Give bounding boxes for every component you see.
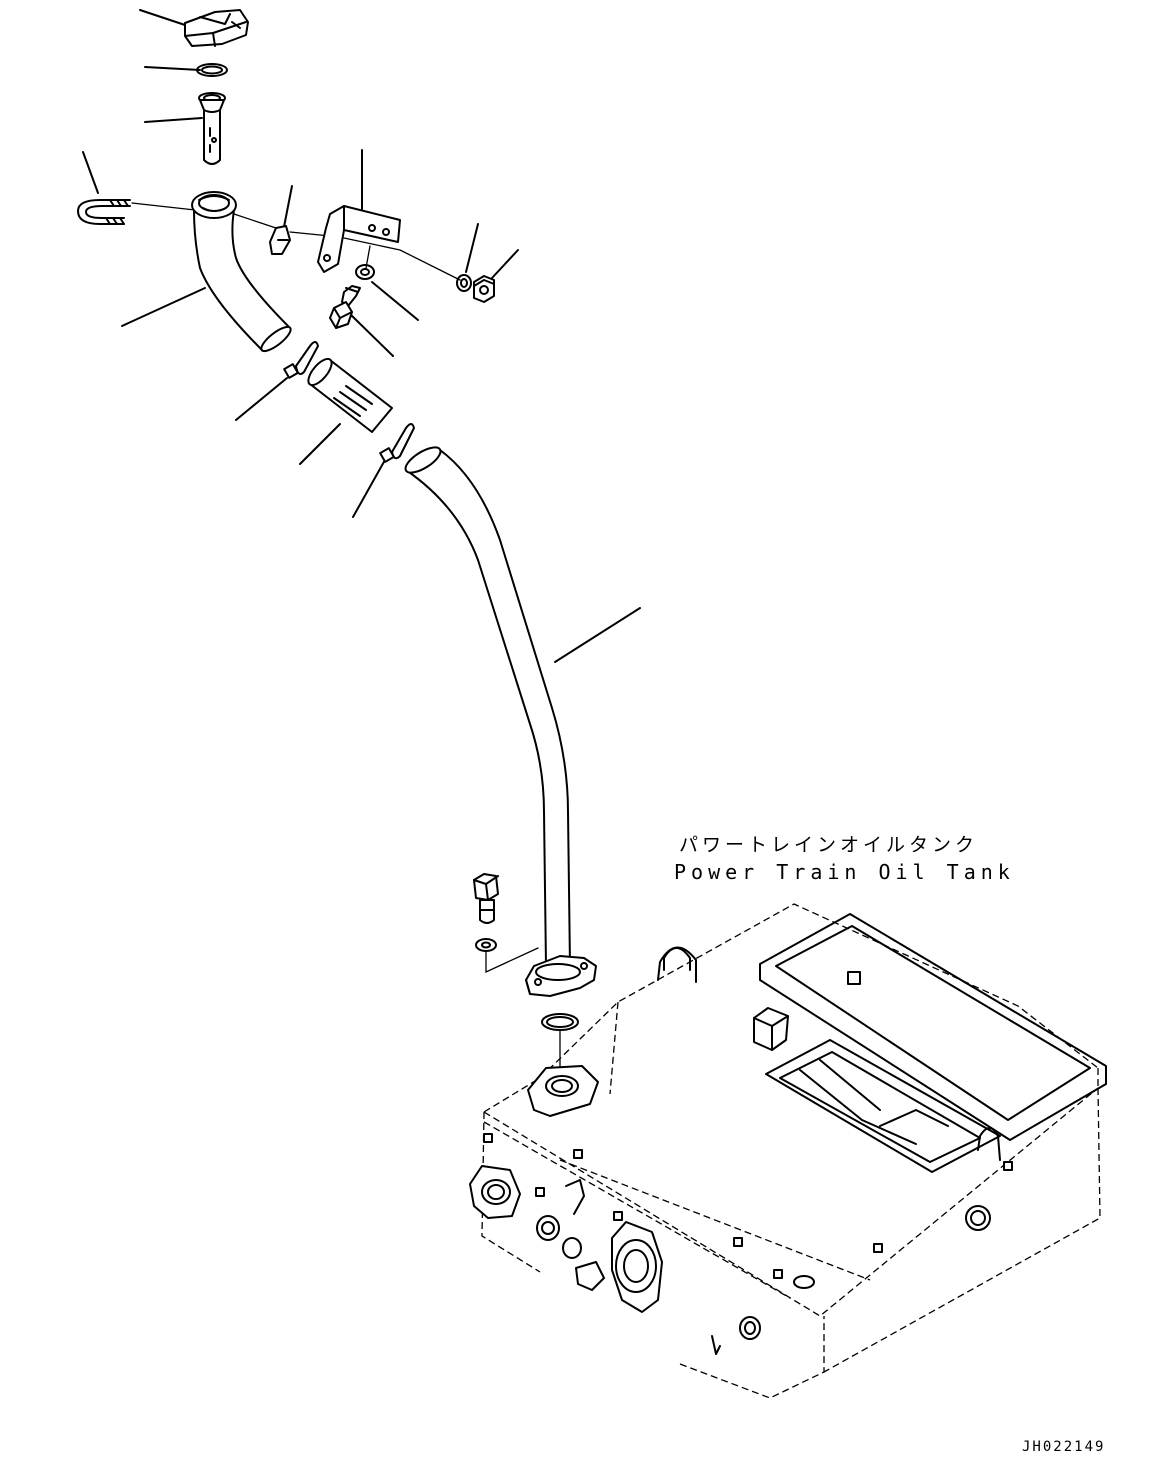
bracket-washer: [355, 264, 375, 280]
pipe-flange: [525, 955, 597, 997]
power-train-oil-tank: [469, 903, 1107, 1399]
clip: [269, 225, 291, 255]
filler-cap: [184, 9, 249, 47]
drawing-code: JH022149: [1022, 1439, 1105, 1455]
rubber-hose: [307, 357, 393, 433]
flange-washer: [475, 938, 497, 952]
bracket: [317, 205, 401, 273]
gasket: [541, 1013, 579, 1031]
tank-label-en: Power Train Oil Tank: [674, 860, 1015, 884]
hose-clamp-lower: [379, 423, 415, 463]
o-ring-upper: [196, 63, 228, 77]
tank-label-jp: パワートレインオイルタンク: [679, 834, 978, 856]
hose-clamp-upper: [283, 341, 319, 379]
lock-washer: [456, 274, 472, 292]
strainer: [198, 92, 226, 165]
bracket-bolt: [329, 285, 361, 329]
filler-pipe: [404, 446, 571, 967]
flange-bolt: [473, 873, 499, 924]
leader-lines: [82, 9, 641, 663]
u-bolt: [77, 199, 131, 225]
filler-neck-pipe: [191, 191, 292, 353]
hex-nut: [473, 275, 495, 303]
